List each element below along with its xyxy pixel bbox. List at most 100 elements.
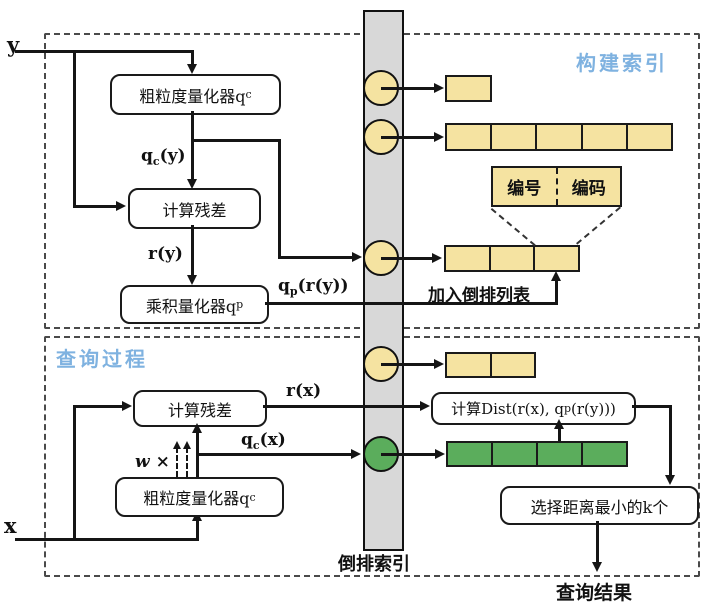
list-cell (446, 247, 491, 270)
inverted-list-4 (445, 352, 536, 378)
arrow-into-select-box (665, 475, 675, 485)
arrow-into-index-bar-query (351, 449, 361, 459)
qc-y-branch-v (278, 139, 281, 258)
arrow-into-residual-build (116, 201, 126, 211)
inverted-index-label: 倒排索引 (338, 554, 410, 575)
result-line (596, 521, 599, 564)
arrow-into-index-bar-build (352, 252, 362, 262)
arrow-list5-to-dist (554, 419, 564, 429)
circle1-list-line (381, 87, 435, 90)
x-line (15, 538, 199, 541)
y-branch-horizontal (73, 205, 118, 208)
arrow-into-residual-top (187, 179, 197, 189)
x-branch-horizontal (73, 405, 123, 408)
circle3-list-line (381, 257, 433, 260)
inverted-list-3 (444, 245, 580, 272)
circle3-list-arrow (432, 253, 442, 263)
arrow-into-list3 (551, 271, 561, 281)
qp-ry-label: qp(r(y)) (278, 276, 349, 298)
arrow-into-residual-query (122, 401, 132, 411)
coarse-quantizer-query-sub: c (249, 490, 256, 504)
arrow-into-result (592, 562, 602, 572)
y-line (15, 50, 193, 53)
arrow-quantizer-to-residual (192, 423, 202, 433)
list-cell (582, 125, 628, 149)
query-result-label: 查询结果 (556, 582, 633, 604)
dist-text-pre: 计算Dist(r(x), q (451, 400, 564, 418)
list-cell (537, 125, 583, 149)
select-top-k-box: 选择距离最小的k个 (500, 486, 699, 525)
circle4-list-line (381, 363, 435, 366)
product-quantizer-sub: p (236, 298, 244, 311)
qp-ry-line (265, 302, 558, 305)
compute-residual-text: 计算残差 (162, 200, 227, 220)
add-to-inverted-list-label: 加入倒排列表 (428, 286, 530, 306)
list-cell (491, 354, 534, 376)
qc-y-branch-h2 (278, 256, 353, 259)
coarse-quantizer-text: 粗粒度量化器q (139, 86, 246, 106)
y-branch-vertical (73, 50, 76, 207)
weight-label: w × (135, 452, 170, 472)
coarse-quantizer-query-text: 粗粒度量化器q (143, 489, 250, 508)
dist-out-vertical (669, 405, 672, 477)
inverted-list-1 (445, 75, 492, 102)
r-y-label: r(y) (148, 244, 183, 264)
circle2-list-arrow (434, 132, 444, 142)
arrow-into-product-quantizer (187, 275, 197, 285)
r-x-label: r(x) (286, 381, 322, 401)
qp-ry-line-up (555, 278, 558, 304)
circle5-list-line (381, 453, 436, 456)
list5-to-dist-line (558, 425, 561, 441)
weight-dashed-line-1 (176, 447, 178, 477)
qc-x-line (197, 453, 352, 456)
entry-detail-box: 编号 编码 (491, 166, 622, 207)
list-cell (447, 77, 490, 100)
vector-y-label: y (7, 32, 20, 57)
list-cell (538, 443, 583, 465)
x-branch-vertical (73, 407, 76, 538)
select-top-k-text: 选择距离最小的k个 (530, 497, 669, 517)
qc-x-label: qc(x) (241, 430, 286, 452)
dist-out-horizontal (632, 405, 671, 408)
inverted-list-2 (445, 123, 673, 151)
y-line-drop (191, 50, 194, 66)
quantizer-to-residual-line (196, 428, 199, 477)
compute-residual-box-query: 计算残差 (133, 390, 267, 427)
list-cell (447, 354, 492, 376)
dist-text-sub: p (563, 402, 571, 415)
list-cell (447, 125, 493, 149)
circle2-list-line (381, 136, 435, 139)
query-section-title: 查询过程 (56, 347, 148, 371)
dist-text-post: (r(y))) (571, 399, 616, 418)
arrow-into-coarse-quantizer (187, 64, 197, 74)
compute-residual-box-build: 计算残差 (128, 188, 261, 229)
entry-code-cell: 编码 (571, 179, 606, 199)
list-cell (627, 125, 672, 149)
vector-x-label: x (4, 513, 17, 538)
inverted-list-5-matched (446, 441, 628, 467)
x-line-up (196, 518, 199, 538)
circle5-list-arrow (435, 449, 445, 459)
weight-dashed-line-2 (186, 447, 188, 477)
weight-dashed-arrow-2 (183, 441, 191, 449)
r-y-line (191, 225, 194, 278)
list-cell (535, 247, 579, 270)
entry-id-cell: 编号 (493, 168, 558, 205)
coarse-quantizer-sub: c (245, 88, 252, 101)
list-cell (583, 443, 626, 465)
list-cell (492, 125, 538, 149)
weight-dashed-arrow-1 (173, 441, 181, 449)
qc-y-branch-h1 (191, 139, 280, 142)
list-cell (490, 247, 536, 270)
arrow-into-dist-box (420, 401, 430, 411)
list-cell (448, 443, 493, 465)
list-cell (493, 443, 538, 465)
compute-residual-query-text: 计算残差 (167, 400, 232, 420)
qc-y-line (191, 111, 194, 184)
product-quantizer-text: 乘积量化器q (145, 296, 237, 316)
